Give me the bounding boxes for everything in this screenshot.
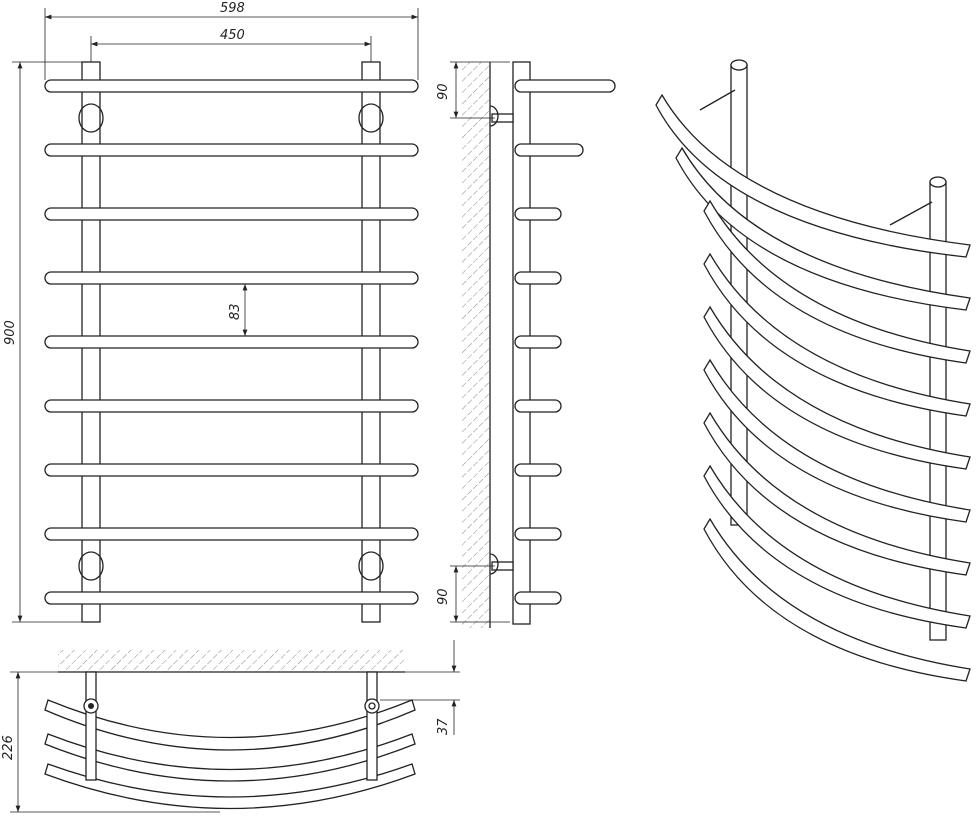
dim-bottom-bracket-offset: 90	[436, 588, 451, 605]
iso-bar	[703, 358, 971, 523]
bar-stub	[514, 143, 584, 157]
towel-bar	[44, 207, 419, 221]
dim-wall-offset: 37	[436, 718, 451, 735]
dim-bar-spacing: 83	[228, 303, 243, 320]
iso-bar	[703, 517, 971, 682]
iso-bar	[703, 464, 971, 629]
towel-bar	[44, 399, 419, 413]
towel-bar	[44, 79, 419, 93]
perspective-view	[655, 59, 971, 682]
front-view	[44, 61, 419, 623]
dim-depth: 226	[1, 735, 16, 760]
bar-stub	[514, 79, 616, 93]
towel-bar	[44, 335, 419, 349]
bar-stub	[514, 335, 562, 349]
front-dimensions: 598 450 900 83	[3, 1, 419, 623]
iso-bar	[703, 252, 971, 417]
side-view: 90 90	[436, 61, 616, 628]
front-bars	[44, 79, 419, 605]
dim-overall-width: 598	[220, 1, 245, 16]
towel-bar	[44, 463, 419, 477]
bracket-top-right	[358, 103, 384, 133]
bracket-bottom-right	[358, 551, 384, 581]
dim-top-bracket-offset: 90	[436, 83, 451, 100]
iso-bar	[703, 199, 971, 364]
wall-hatch-top	[58, 650, 405, 672]
bar-stub	[514, 271, 562, 285]
bracket-bottom-left	[78, 551, 104, 581]
bar-stub	[514, 527, 562, 541]
bar-stub	[514, 399, 562, 413]
wall-hatch	[462, 62, 490, 628]
side-bar-stubs	[514, 79, 616, 605]
dim-overall-height: 900	[3, 320, 18, 345]
bar-stub	[514, 207, 562, 221]
towel-bar	[44, 271, 419, 285]
dim-post-spacing: 450	[220, 28, 245, 43]
towel-bar	[44, 591, 419, 605]
bracket-top-left	[78, 103, 104, 133]
iso-bar	[703, 305, 971, 470]
top-view: 226 37	[1, 640, 460, 813]
iso-bar	[703, 411, 971, 576]
iso-bar	[675, 146, 971, 311]
towel-bar	[44, 143, 419, 157]
towel-bar	[44, 527, 419, 541]
iso-bars	[655, 93, 971, 682]
bar-stub	[514, 463, 562, 477]
bar-stub	[514, 591, 562, 605]
iso-bar	[655, 93, 971, 258]
